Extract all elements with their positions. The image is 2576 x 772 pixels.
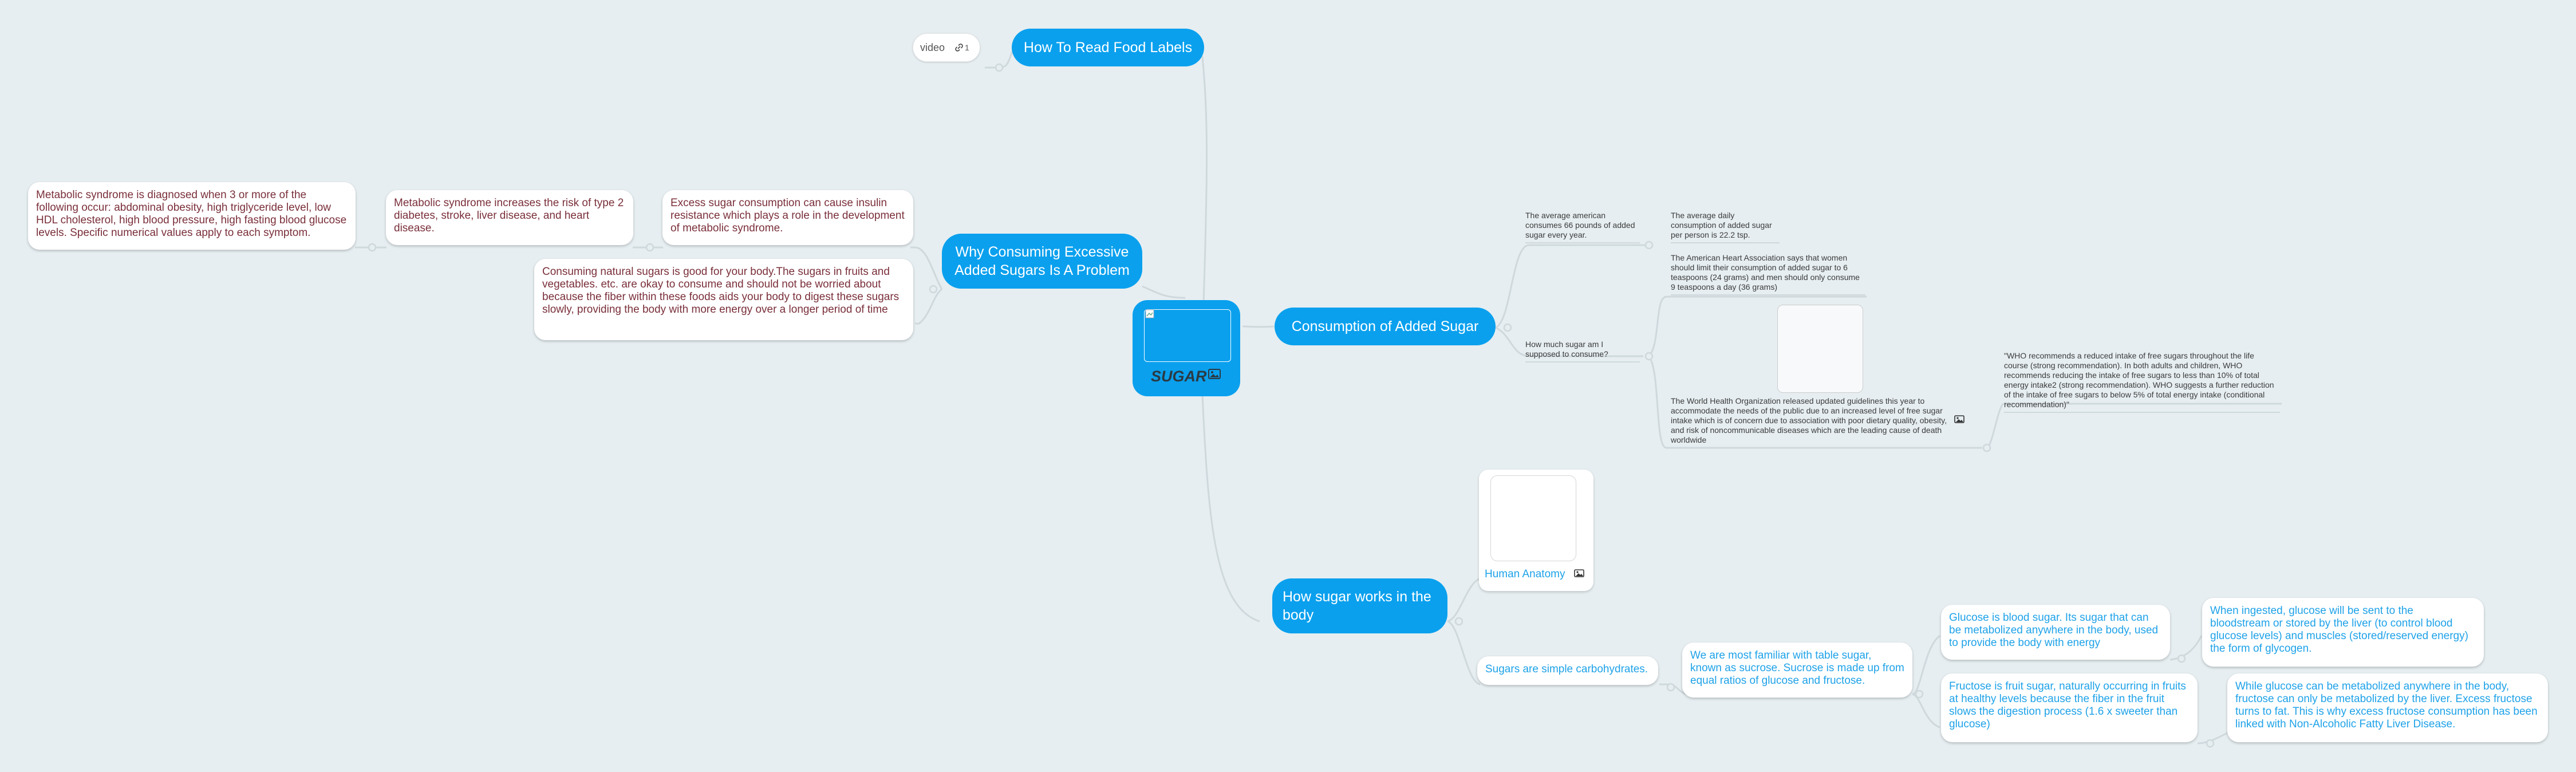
topic-how-sugar-works-label: How sugar works in the body [1283,589,1431,623]
link-icon [955,44,963,52]
card-fructose-liver-text: While glucose can be metabolized anywher… [2235,680,2538,730]
topic-consumption[interactable]: Consumption of Added Sugar [1275,308,1496,345]
card-metabolic-risk[interactable]: Metabolic syndrome increases the risk of… [386,190,633,245]
card-fructose-text: Fructose is fruit sugar, naturally occur… [1949,680,2186,730]
who-image-icon[interactable] [1954,415,1964,423]
card-fructose[interactable]: Fructose is fruit sugar, naturally occur… [1941,673,2198,742]
card-metabolic-diagnosed-text: Metabolic syndrome is diagnosed when 3 o… [36,189,347,239]
central-topic[interactable]: SUGAR [1133,300,1240,396]
card-table-sugar-text: We are most familiar with table sugar, k… [1690,649,1904,687]
anatomy-image-frame [1490,475,1576,561]
text-who-quote-text: "WHO recommends a reduced intake of free… [2004,351,2274,409]
text-how-much-text: How much sugar am I supposed to consume? [1525,340,1608,359]
card-glucose-text: Glucose is blood sugar. Its sugar that c… [1949,612,2159,649]
text-who-quote[interactable]: "WHO recommends a reduced intake of free… [2004,351,2280,413]
broken-image-icon [1145,309,1154,318]
topic-food-labels-label: How To Read Food Labels [1023,40,1193,56]
card-fructose-liver[interactable]: While glucose can be metabolized anywher… [2227,673,2548,742]
text-daily-consumption-text: The average daily consumption of added s… [1671,211,1772,239]
topic-why-consuming[interactable]: Why Consuming Excessive Added Sugars Is … [942,234,1142,289]
topic-how-sugar-works[interactable]: How sugar works in the body [1272,578,1447,633]
card-metabolic-diagnosed[interactable]: Metabolic syndrome is diagnosed when 3 o… [28,182,356,250]
card-insulin-resistance[interactable]: Excess sugar consumption can cause insul… [662,190,913,245]
card-glucose-ingested[interactable]: When ingested, glucose will be sent to t… [2202,598,2484,667]
image-icon[interactable] [1208,369,1221,379]
text-american-consumption[interactable]: The average american consumes 66 pounds … [1525,211,1640,243]
topic-consumption-label: Consumption of Added Sugar [1291,318,1479,334]
central-title: SUGAR [1151,368,1207,385]
link-count-value: 1 [965,43,969,52]
card-insulin-resistance-text: Excess sugar consumption can cause insul… [670,197,905,234]
anatomy-image-icon[interactable] [1574,569,1584,577]
card-natural-sugars[interactable]: Consuming natural sugars is good for you… [534,259,913,340]
who-image-frame [1777,305,1863,393]
video-link-pill[interactable]: video 1 [913,33,980,62]
anatomy-caption: Human Anatomy [1485,568,1565,580]
link-count[interactable]: 1 [955,43,969,52]
text-american-consumption-text: The average american consumes 66 pounds … [1525,211,1635,239]
card-table-sugar[interactable]: We are most familiar with table sugar, k… [1682,643,1912,698]
card-simple-carbs-text: Sugars are simple carbohydrates. [1485,663,1648,675]
text-how-much[interactable]: How much sugar am I supposed to consume? [1525,340,1640,363]
card-glucose[interactable]: Glucose is blood sugar. Its sugar that c… [1941,605,2170,660]
text-who-guideline-text: The World Health Organization released u… [1671,396,1947,444]
central-image-frame [1144,309,1231,362]
video-label: video [920,41,945,53]
text-aha-guideline[interactable]: The American Heart Association says that… [1671,253,1865,296]
card-natural-sugars-text: Consuming natural sugars is good for you… [542,266,900,316]
text-aha-guideline-text: The American Heart Association says that… [1671,253,1860,292]
topic-food-labels[interactable]: How To Read Food Labels [1012,29,1204,66]
topic-why-consuming-label: Why Consuming Excessive Added Sugars Is … [954,244,1130,278]
card-metabolic-risk-text: Metabolic syndrome increases the risk of… [394,197,624,234]
text-daily-consumption[interactable]: The average daily consumption of added s… [1671,211,1780,243]
text-who-guideline[interactable]: The World Health Organization released u… [1671,396,1957,448]
card-simple-carbs[interactable]: Sugars are simple carbohydrates. [1477,656,1658,685]
card-glucose-ingested-text: When ingested, glucose will be sent to t… [2210,605,2468,655]
card-human-anatomy[interactable]: Human Anatomy [1479,470,1593,591]
